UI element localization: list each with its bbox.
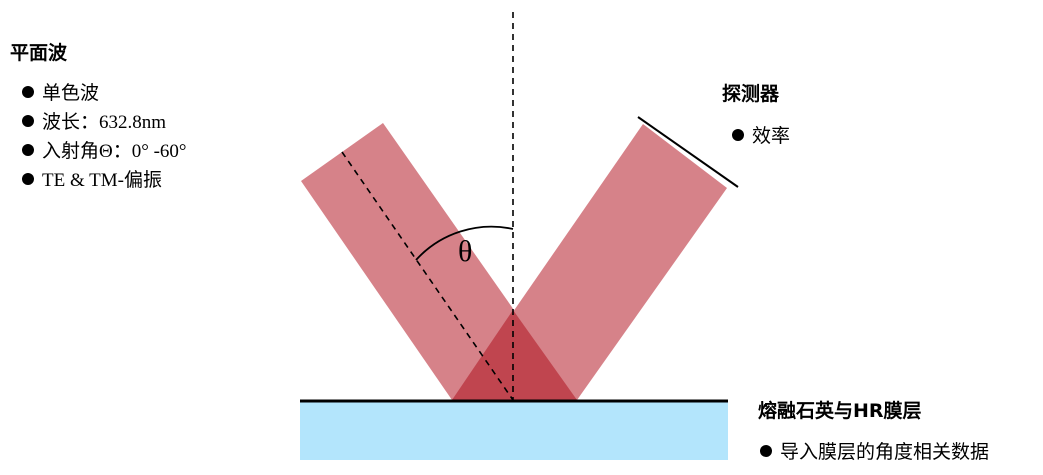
- plane-wave-title: 平面波: [10, 42, 68, 64]
- plane-wave-item: 单色波: [22, 78, 99, 105]
- bullet-icon: [22, 115, 34, 127]
- beam-overlap: [452, 310, 577, 400]
- plane-wave-item: TE & TM-偏振: [22, 165, 162, 192]
- angle-arc: [415, 225, 514, 261]
- detector-title: 探测器: [722, 83, 780, 105]
- substrate-title: 熔融石英与HR膜层: [758, 400, 922, 422]
- bullet-icon: [22, 173, 34, 185]
- plane-wave-item: 入射角Θ：0° -60°: [22, 136, 187, 163]
- bullet-icon: [22, 86, 34, 98]
- detector-item: 效率: [732, 121, 790, 148]
- plane-wave-item: 波长：632.8nm: [22, 107, 166, 134]
- bullet-icon: [732, 129, 744, 141]
- substrate-item: 导入膜层的角度相关数据: [760, 437, 989, 464]
- detector: [637, 116, 739, 188]
- bullet-icon: [760, 445, 772, 457]
- angle-label: θ: [458, 235, 473, 268]
- bullet-icon: [22, 144, 34, 156]
- substrate: [300, 401, 728, 460]
